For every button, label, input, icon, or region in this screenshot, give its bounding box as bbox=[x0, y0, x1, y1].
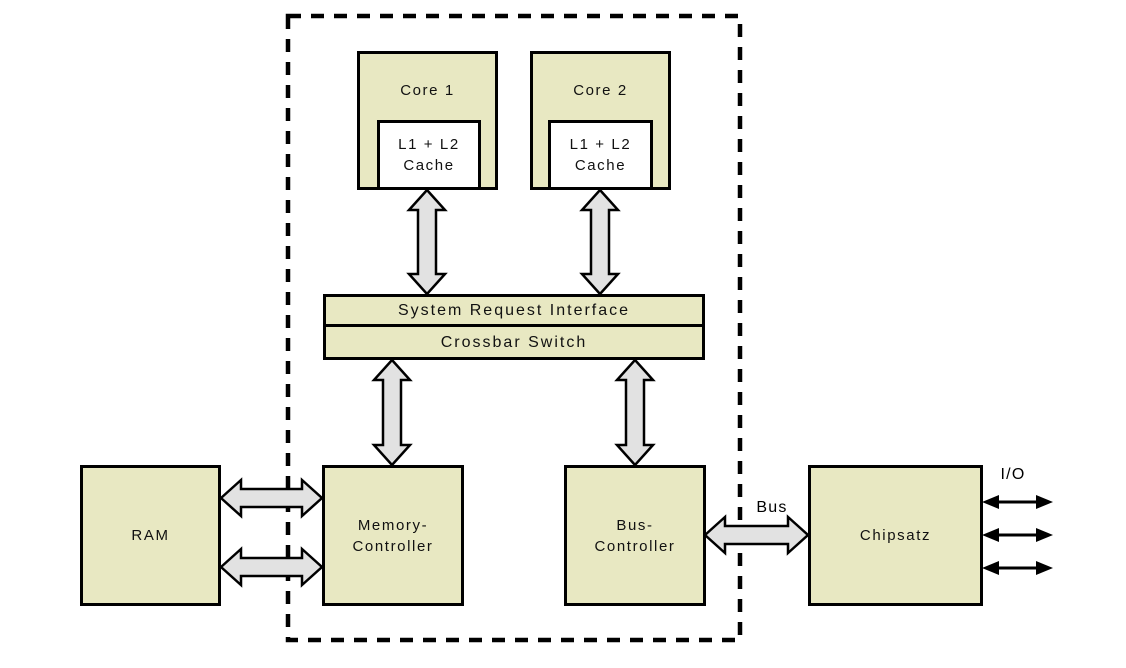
chipset-label: Chipsatz bbox=[859, 527, 932, 544]
memory-controller-label-line1: Memory- bbox=[357, 516, 429, 534]
bus-controller-box: Bus- Controller bbox=[564, 465, 706, 606]
arrow-crossbar-bus-controller bbox=[614, 358, 656, 467]
io-arrow-1 bbox=[982, 495, 1053, 509]
memory-controller-box: Memory- Controller bbox=[322, 465, 464, 606]
bus-edge-label: Bus bbox=[756, 499, 788, 516]
arrow-crossbar-memory-controller bbox=[371, 358, 413, 467]
system-request-interface-label: System Request Interface bbox=[397, 302, 631, 319]
core1-cache-label-line2: Cache bbox=[403, 157, 455, 174]
core2-cache-box: L1 + L2 Cache bbox=[548, 120, 653, 190]
chipset-box: Chipsatz bbox=[808, 465, 983, 606]
io-arrow-2 bbox=[982, 528, 1053, 542]
ram-box: RAM bbox=[80, 465, 221, 606]
ram-label: RAM bbox=[131, 527, 170, 544]
arrow-ram-memory-controller-upper bbox=[219, 477, 324, 519]
crossbar-switch-label: Crossbar Switch bbox=[440, 333, 588, 351]
system-request-interface-box: System Request Interface bbox=[323, 294, 705, 327]
core1-cache-label-line1: L1 + L2 bbox=[398, 136, 460, 153]
core1-cache-box: L1 + L2 Cache bbox=[377, 120, 481, 190]
bus-controller-label-line2: Controller bbox=[594, 537, 676, 555]
arrow-bus-controller-chipset bbox=[703, 514, 810, 556]
crossbar-switch-box: Crossbar Switch bbox=[323, 324, 705, 360]
core2-label: Core 2 bbox=[573, 82, 628, 99]
core1-label: Core 1 bbox=[400, 82, 455, 99]
io-arrow-3 bbox=[982, 561, 1053, 575]
core2-cache-label-line2: Cache bbox=[574, 157, 627, 174]
arrow-cache2-sri bbox=[579, 188, 621, 296]
io-edge-label: I/O bbox=[1000, 466, 1026, 483]
arrow-ram-memory-controller-lower bbox=[219, 546, 324, 588]
memory-controller-label-line2: Controller bbox=[352, 537, 434, 555]
arrow-cache1-sri bbox=[406, 188, 448, 296]
bus-controller-label-line1: Bus- bbox=[616, 516, 654, 534]
cpu-die-dashed-boundary bbox=[285, 13, 743, 643]
core2-cache-label-line1: L1 + L2 bbox=[569, 136, 632, 153]
